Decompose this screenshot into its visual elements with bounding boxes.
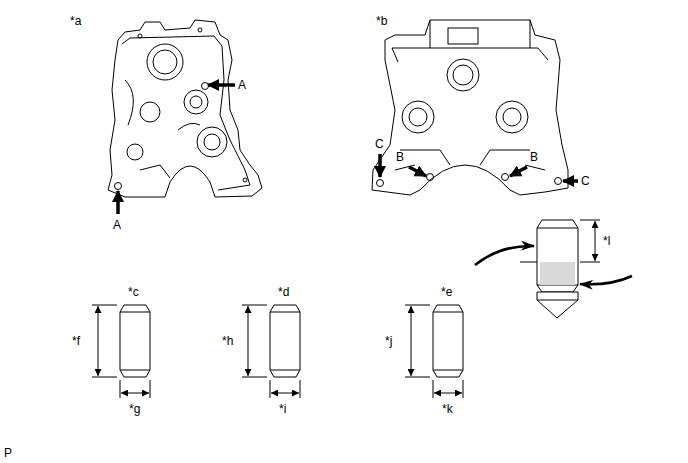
callout-label: *j [385,334,392,348]
cylinder-block-front [372,20,568,195]
gear-case-front [108,20,262,197]
pointer-arrow [563,179,578,183]
callout-label: C [581,174,590,188]
callout-label: *i [279,402,286,416]
callout-label: *a [70,14,81,28]
pin-installation [475,220,632,318]
callout-label: *c [128,285,139,299]
pointer-arrow [116,191,120,214]
callout-label: C [375,137,384,151]
straight-pin [433,305,463,377]
pointer-arrow [409,167,426,176]
callout-label: *g [129,402,140,416]
pointer-arrow [378,154,382,177]
callout-label: *f [72,334,80,348]
callout-label: B [396,150,404,164]
straight-pin [270,305,300,377]
straight-pin [120,305,150,377]
callout-label: B [530,150,538,164]
pointer-arrow [208,83,235,87]
page-mark: P [4,446,12,460]
pointer-arrow [510,167,527,176]
callout-label: *d [278,285,289,299]
callout-label: *k [442,402,453,416]
callout-label: A [113,218,121,232]
dimension-line [92,305,463,398]
callout-label: A [238,78,246,92]
callout-label: *l [603,234,610,248]
callout-label: *e [441,285,452,299]
callout-label: *b [376,14,387,28]
callout-label: *h [222,334,233,348]
